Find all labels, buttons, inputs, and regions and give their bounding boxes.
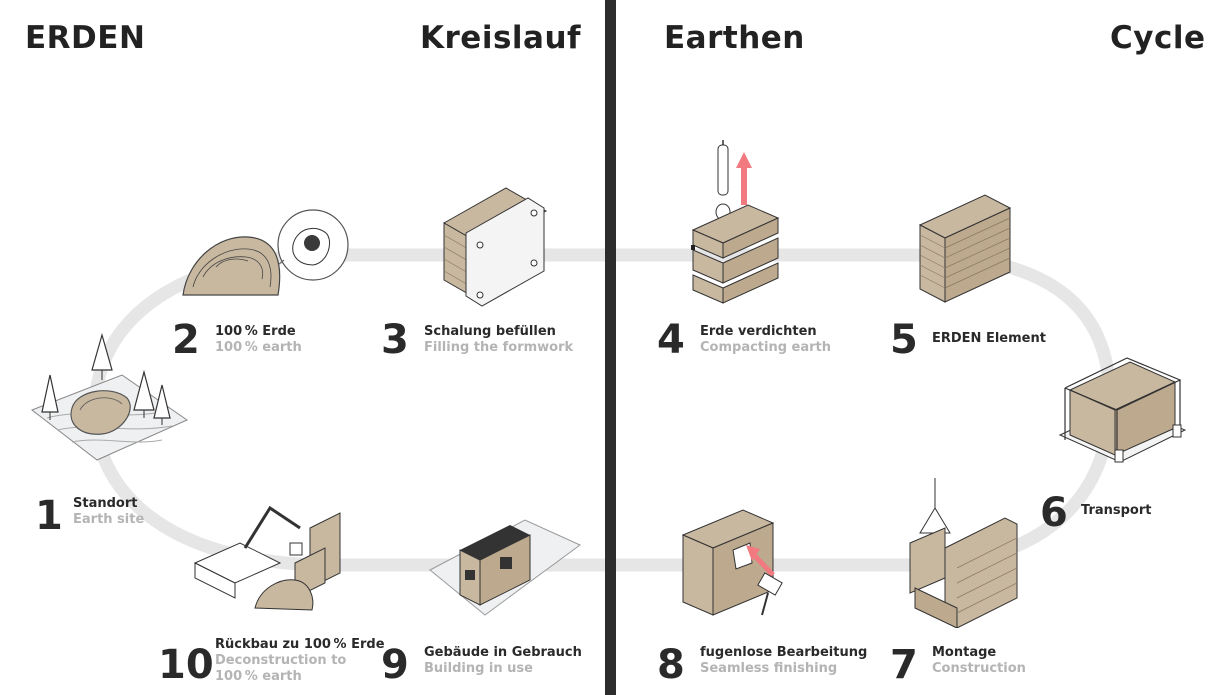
step-10-sublabel: Deconstruction to: [215, 653, 347, 668]
step-3-sublabel: Filling the formwork: [424, 340, 574, 355]
step-9-sublabel: Building in use: [424, 661, 533, 676]
step-7-number: 7: [890, 642, 918, 688]
step-1-sublabel: Earth site: [73, 512, 145, 527]
step-5-number: 5: [890, 317, 918, 363]
erden-element-illustration: [918, 194, 1012, 303]
step-3-number: 3: [381, 317, 409, 363]
step-4-label: Erde verdichten: [700, 324, 817, 339]
step-8-sublabel: Seamless finishing: [700, 661, 838, 676]
step-3-label: Schalung befüllen: [424, 324, 556, 339]
step-8-number: 8: [657, 642, 685, 688]
step-10-label: Rückbau zu 100 % Erde: [215, 637, 385, 652]
compacting-illustration: [691, 140, 780, 304]
step-10-sublabel-line2: 100 % earth: [215, 669, 302, 684]
cycle-loop-path: [88, 248, 1117, 572]
step-8-label: fugenlose Bearbeitung: [700, 645, 868, 660]
finishing-illustration: [681, 509, 783, 616]
deconstruction-illustration: [193, 505, 341, 611]
step-4-sublabel: Compacting earth: [700, 340, 832, 355]
step-7-sublabel: Construction: [932, 661, 1026, 676]
earth-site-illustration: [30, 332, 189, 461]
center-divider: [605, 0, 616, 695]
step-9-label: Gebäude in Gebrauch: [424, 645, 582, 660]
step-10-number: 10: [158, 642, 214, 688]
step-6-number: 6: [1040, 490, 1068, 536]
earth-mound-illustration: [182, 209, 349, 296]
step-2-number: 2: [172, 317, 200, 363]
title-en-left: Earthen: [664, 20, 805, 56]
title-de-right: Kreislauf: [420, 20, 582, 56]
formwork-illustration: [442, 187, 548, 307]
step-1-number: 1: [35, 493, 63, 539]
title-de-left: ERDEN: [25, 20, 146, 56]
building-illustration: [429, 519, 581, 616]
step-6-label: Transport: [1081, 503, 1152, 518]
step-4-number: 4: [657, 317, 685, 363]
step-5-label: ERDEN Element: [932, 331, 1046, 346]
step-2-sublabel: 100 % earth: [215, 340, 302, 355]
assembly-illustration: [909, 478, 1018, 628]
step-1-label: Standort: [73, 496, 138, 511]
transport-crate-illustration: [1058, 357, 1187, 463]
step-2-label: 100 % Erde: [215, 324, 296, 339]
step-9-number: 9: [381, 642, 409, 688]
step-7-label: Montage: [932, 645, 997, 660]
title-en-right: Cycle: [1110, 20, 1206, 56]
